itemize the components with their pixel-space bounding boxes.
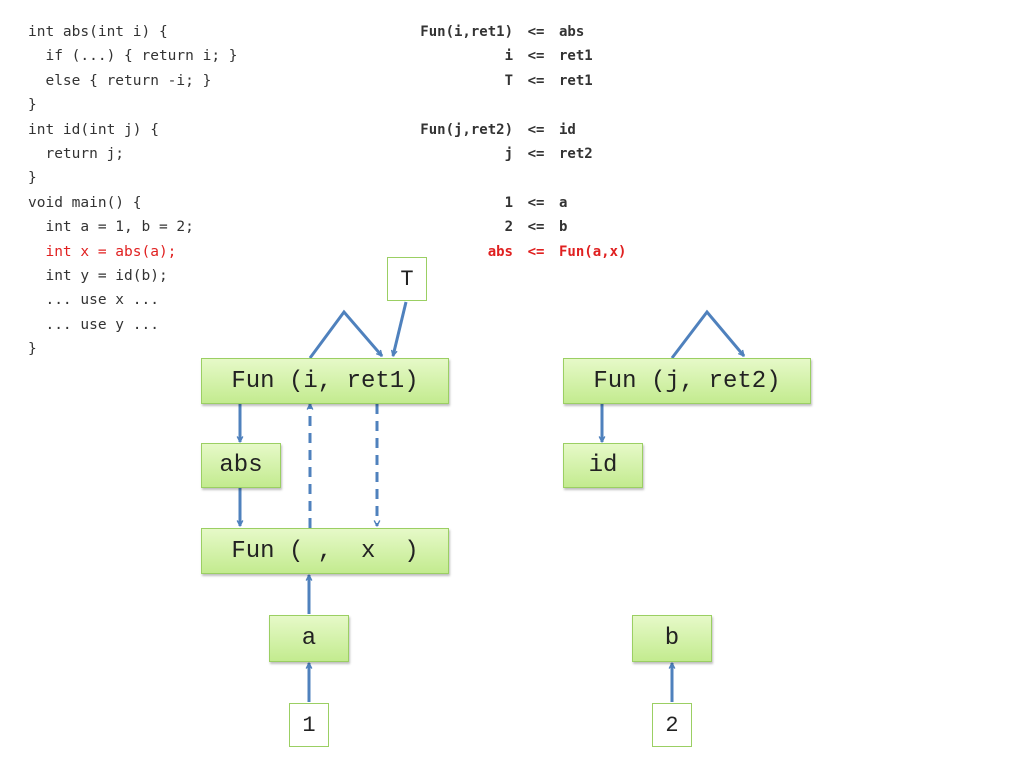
constraint-op: <=	[527, 243, 545, 260]
constraint-lhs: Fun(i,ret1)	[420, 24, 513, 40]
node-a: a	[269, 615, 349, 662]
fun-j-ret2-hat-edge	[670, 309, 746, 359]
constraint-lhs: 2	[504, 219, 513, 236]
constraint-op: <=	[527, 24, 545, 40]
node-fun-j-ret2: Fun (j, ret2)	[563, 358, 811, 404]
constraint-rhs: ret2	[559, 145, 593, 162]
constraint-lhs: 1	[504, 194, 513, 211]
constraint-rhs: abs	[559, 24, 585, 40]
constraint-rhs: a	[559, 194, 568, 211]
code-line: void main() {	[28, 194, 142, 211]
code-line: int abs(int i) {	[28, 24, 168, 40]
code-line: int a = 1, b = 2;	[28, 219, 194, 236]
constraint-row: Fun(j,ret2) <= id	[368, 118, 626, 142]
code-line: if (...) { return i; }	[28, 48, 238, 65]
node-top-t: T	[387, 257, 427, 301]
source-code: int abs(int i) { if (...) { return i; } …	[28, 20, 238, 361]
code-line: ... use y ...	[28, 316, 159, 333]
code-line-highlighted: int x = abs(a);	[28, 243, 177, 260]
constraint-rhs: Fun(a,x)	[559, 243, 627, 260]
constraint-rhs: b	[559, 219, 568, 236]
code-line: int y = id(b);	[28, 267, 168, 284]
constraint-rhs: ret1	[559, 72, 593, 89]
constraint-op: <=	[527, 121, 545, 138]
constraint-row: T <= ret1	[368, 69, 626, 93]
constraint-op: <=	[527, 72, 545, 89]
constraint-rhs: id	[559, 121, 576, 138]
node-abs: abs	[201, 443, 281, 488]
constraint-row: 1 <= a	[368, 191, 626, 215]
constraint-list: Fun(i,ret1) <= abs i <= ret1 T <= ret1 Fun(j,r…	[368, 20, 626, 264]
constraint-lhs: j	[504, 145, 513, 162]
constraint-op: <=	[527, 219, 545, 236]
node-constant-2: 2	[652, 703, 692, 747]
code-line: }	[28, 97, 37, 114]
node-b: b	[632, 615, 712, 662]
constraint-lhs: abs	[487, 243, 513, 260]
code-line: }	[28, 170, 37, 187]
constraint-lhs: i	[504, 48, 513, 65]
constraint-row: Fun(i,ret1) <= abs	[368, 20, 626, 44]
constraint-row: 2 <= b	[368, 215, 626, 239]
code-line: }	[28, 341, 37, 358]
node-fun-i-ret1: Fun (i, ret1)	[201, 358, 449, 404]
node-id: id	[563, 443, 643, 488]
constraint-rhs: ret1	[559, 48, 593, 65]
code-line: int id(int j) {	[28, 121, 159, 138]
constraint-op: <=	[527, 145, 545, 162]
code-line: else { return -i; }	[28, 72, 212, 89]
constraint-op: <=	[527, 194, 545, 211]
constraint-row-highlighted: abs <= Fun(a,x)	[368, 240, 627, 264]
constraint-lhs: Fun(j,ret2)	[420, 121, 513, 138]
node-fun-blank-x: Fun ( , x )	[201, 528, 449, 574]
t-to-ret1-edge	[393, 301, 408, 356]
constraint-op: <=	[527, 48, 545, 65]
code-line: return j;	[28, 145, 125, 162]
constraint-lhs: T	[504, 72, 513, 89]
fun-i-ret1-hat-edge	[308, 309, 384, 359]
node-constant-1: 1	[289, 703, 329, 747]
code-line: ... use x ...	[28, 292, 159, 309]
constraint-row: j <= ret2	[368, 142, 626, 166]
constraint-row: i <= ret1	[368, 44, 626, 68]
